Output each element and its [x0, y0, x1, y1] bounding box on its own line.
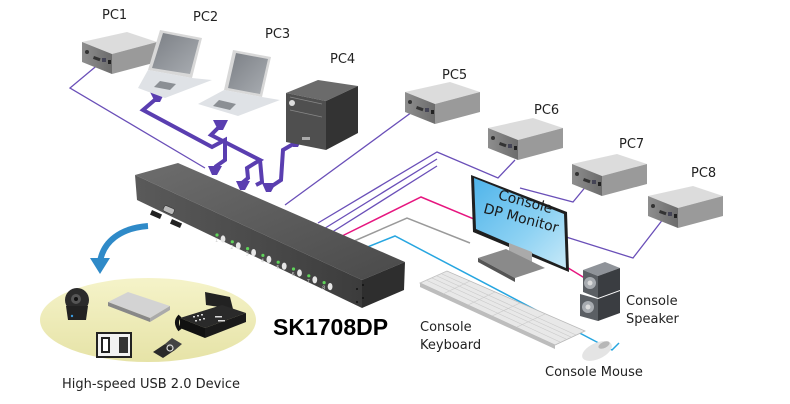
dp-cable-pc2 [139, 96, 227, 169]
port-number-2: 2 [230, 245, 233, 251]
port-number-1: 1 [215, 238, 218, 244]
displayport-cables [139, 96, 297, 188]
port-led-4 [261, 253, 265, 257]
dp-connectors [150, 92, 303, 192]
kvm-top [135, 163, 405, 280]
pc6-label: PC6 [534, 103, 560, 118]
keyboard-cable [344, 217, 471, 246]
usb-flash-drive-icon [153, 338, 182, 358]
pc1-device [82, 32, 157, 74]
serial-port[interactable] [162, 205, 175, 215]
monitor-screen [474, 178, 566, 268]
mouse-label: Console Mouse [545, 365, 643, 380]
dp-cable-pc4 [270, 141, 297, 188]
port-selector-7[interactable]: 7 [307, 274, 318, 285]
port-led-2 [230, 240, 234, 244]
port-selector-1[interactable]: 1 [215, 233, 226, 244]
cable-pc6 [317, 151, 516, 224]
port-button-3[interactable] [251, 249, 256, 257]
usb-caption: High-speed USB 2.0 Device [62, 377, 241, 392]
port-led-7 [307, 274, 311, 278]
port-button-5[interactable] [281, 262, 287, 270]
external-drive-icon [108, 292, 170, 322]
port-button-2[interactable] [235, 242, 241, 250]
pc3-label: PC3 [265, 27, 291, 42]
port-number-5: 5 [276, 265, 279, 271]
cable-pc8 [546, 213, 668, 259]
usb-devices-area [40, 223, 256, 362]
keyboard-label-line1: Console [420, 320, 472, 335]
port-button-4[interactable] [266, 255, 272, 263]
cable-pc6b [321, 158, 438, 231]
port-number-3: 3 [246, 252, 249, 258]
pc1-label: PC1 [102, 8, 128, 23]
console-mouse [582, 341, 612, 361]
port-selector-3[interactable]: 3 [246, 247, 256, 258]
cable-pc5 [284, 103, 424, 206]
pc4-tower [286, 80, 358, 150]
pc7-label: PC7 [619, 137, 645, 152]
pc3-laptop [198, 50, 280, 116]
console-keyboard [419, 270, 586, 349]
port-selector-4[interactable]: 4 [261, 253, 272, 265]
keyboard-label-line2: Keyboard [420, 338, 482, 353]
mouse-cable [359, 235, 620, 351]
kvm-front [135, 175, 362, 308]
webcam-icon [65, 288, 89, 320]
port-selector-2[interactable]: 2 [230, 240, 241, 251]
pc5-device [405, 82, 480, 124]
pc4-label: PC4 [330, 52, 356, 67]
cable-pc6c [325, 165, 438, 237]
speaker-label: Console Speaker [626, 293, 679, 329]
port-led-1 [215, 233, 219, 237]
dp-cable-pc3b [255, 159, 265, 187]
pc6-device [488, 118, 563, 160]
usb-port-2[interactable] [169, 218, 183, 229]
kvm-side [362, 262, 405, 308]
port-led-5 [276, 260, 280, 264]
cable-pc1 [68, 62, 206, 169]
dp-cable-pc3 [207, 124, 265, 185]
port-button-6[interactable] [297, 269, 302, 277]
speaker-label-line2: Speaker [626, 312, 679, 327]
console-monitor [471, 175, 569, 282]
pc5-label: PC5 [442, 68, 468, 83]
port-button-1[interactable] [220, 235, 226, 243]
fax-machine-icon [175, 292, 246, 338]
usb-arrow-head [90, 258, 110, 274]
port-number-8: 8 [322, 286, 325, 292]
port-led-8 [322, 281, 326, 285]
speaker-label-line1: Console [626, 294, 678, 309]
port-number-4: 4 [261, 258, 264, 264]
kvm-switch: 1 2 3 4 5 6 7 8 [135, 163, 405, 308]
keyboard-label: Console Keyboard [420, 319, 481, 355]
pc8-device [648, 186, 723, 228]
port-selector-8[interactable]: 8 [322, 281, 333, 292]
pc2-label: PC2 [193, 10, 219, 25]
usb-port-1[interactable] [149, 209, 163, 220]
port-selector-5[interactable]: 5 [276, 260, 287, 272]
port-button-8[interactable] [327, 283, 333, 291]
console-speaker [580, 262, 620, 321]
port-led-6 [291, 267, 296, 271]
port-button-7[interactable] [312, 276, 318, 284]
pc8-label: PC8 [691, 166, 717, 181]
pc2-laptop [138, 30, 212, 98]
camera-icon [96, 332, 132, 358]
port-selector-6[interactable]: 6 [292, 267, 302, 278]
port-number-6: 6 [292, 272, 295, 278]
port-buttons: 1 2 3 4 5 6 7 8 [215, 233, 333, 292]
usb-arrow [97, 223, 149, 263]
port-led-3 [246, 247, 250, 251]
model-name: SK1708DP [273, 314, 389, 340]
port-number-7: 7 [307, 279, 310, 285]
